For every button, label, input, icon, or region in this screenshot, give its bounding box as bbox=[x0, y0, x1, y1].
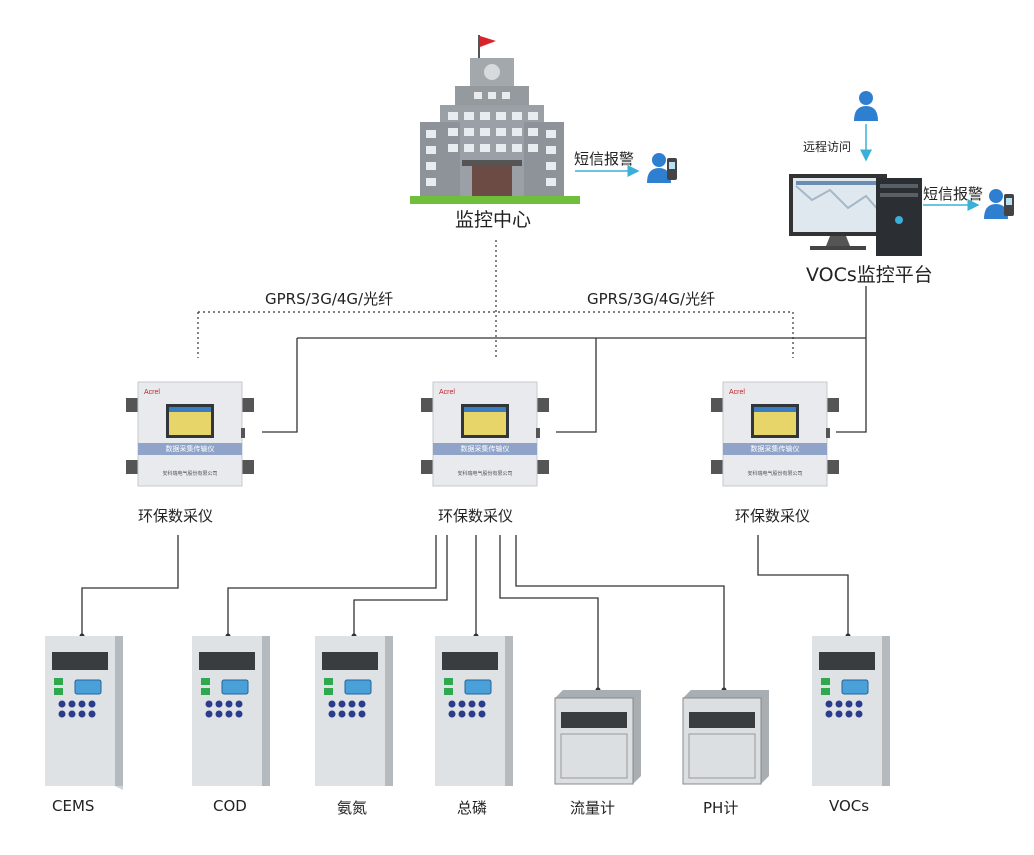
cod-cabinet-icon bbox=[192, 636, 270, 786]
collector-2-company: 安科瑞电气股份有限公司 bbox=[457, 471, 513, 477]
vocs-platform-label: VOCs监控平台 bbox=[806, 264, 933, 286]
collector-3-company: 安科瑞电气股份有限公司 bbox=[747, 471, 803, 477]
total-phosphorus-cabinet-icon bbox=[435, 636, 513, 786]
collector-device-1: Acrel bbox=[126, 381, 254, 487]
instrument-link-lines bbox=[81, 535, 849, 690]
ph-meter-box-icon bbox=[682, 690, 769, 785]
remote-user-icon bbox=[854, 91, 878, 121]
svg-text:Acrel: Acrel bbox=[144, 389, 160, 396]
instrument-label-ph: PH计 bbox=[703, 799, 739, 817]
flowmeter-box-icon bbox=[554, 690, 641, 785]
network-label-left: GPRS/3G/4G/光纤 bbox=[265, 290, 394, 308]
collector-2-panel-text: 数据采集传输仪 bbox=[460, 445, 510, 453]
wireless-link-lines bbox=[197, 240, 794, 360]
collector-device-2: Acrel bbox=[421, 381, 549, 487]
svg-text:Acrel: Acrel bbox=[439, 389, 455, 396]
monitoring-center-building-icon bbox=[410, 35, 580, 204]
instrument-label-vocs: VOCs bbox=[829, 797, 870, 815]
center-alarm-user-icon bbox=[647, 153, 677, 183]
monitoring-center-label: 监控中心 bbox=[455, 209, 532, 231]
collector-3-label: 环保数采仪 bbox=[735, 507, 811, 525]
collector-1-company: 安科瑞电气股份有限公司 bbox=[162, 471, 218, 477]
instrument-label-cems: CEMS bbox=[52, 797, 95, 815]
instrument-label-cod: COD bbox=[213, 797, 247, 815]
collector-1-label: 环保数采仪 bbox=[138, 507, 214, 525]
center-sms-alarm-label: 短信报警 bbox=[574, 150, 635, 168]
instrument-label-ammonia: 氨氮 bbox=[337, 799, 368, 817]
instrument-label-phosphorus: 总磷 bbox=[457, 799, 488, 817]
collector-device-3: Acrel bbox=[711, 381, 839, 487]
vocs-platform-computer-icon bbox=[789, 174, 922, 256]
remote-access-label: 远程访问 bbox=[803, 140, 852, 154]
platform-sms-alarm-label: 短信报警 bbox=[923, 185, 984, 203]
svg-text:Acrel: Acrel bbox=[729, 389, 745, 396]
instrument-label-flowmeter: 流量计 bbox=[570, 799, 616, 817]
wired-link-lines bbox=[262, 286, 867, 433]
collector-3-panel-text: 数据采集传输仪 bbox=[750, 445, 800, 453]
platform-alarm-user-icon bbox=[984, 189, 1014, 219]
vocs-cabinet-icon bbox=[812, 636, 890, 786]
collector-1-panel-text: 数据采集传输仪 bbox=[165, 445, 215, 453]
network-label-right: GPRS/3G/4G/光纤 bbox=[587, 290, 716, 308]
cems-cabinet-icon bbox=[45, 636, 123, 790]
ammonia-nitrogen-cabinet-icon bbox=[315, 636, 393, 786]
collector-2-label: 环保数采仪 bbox=[438, 507, 514, 525]
